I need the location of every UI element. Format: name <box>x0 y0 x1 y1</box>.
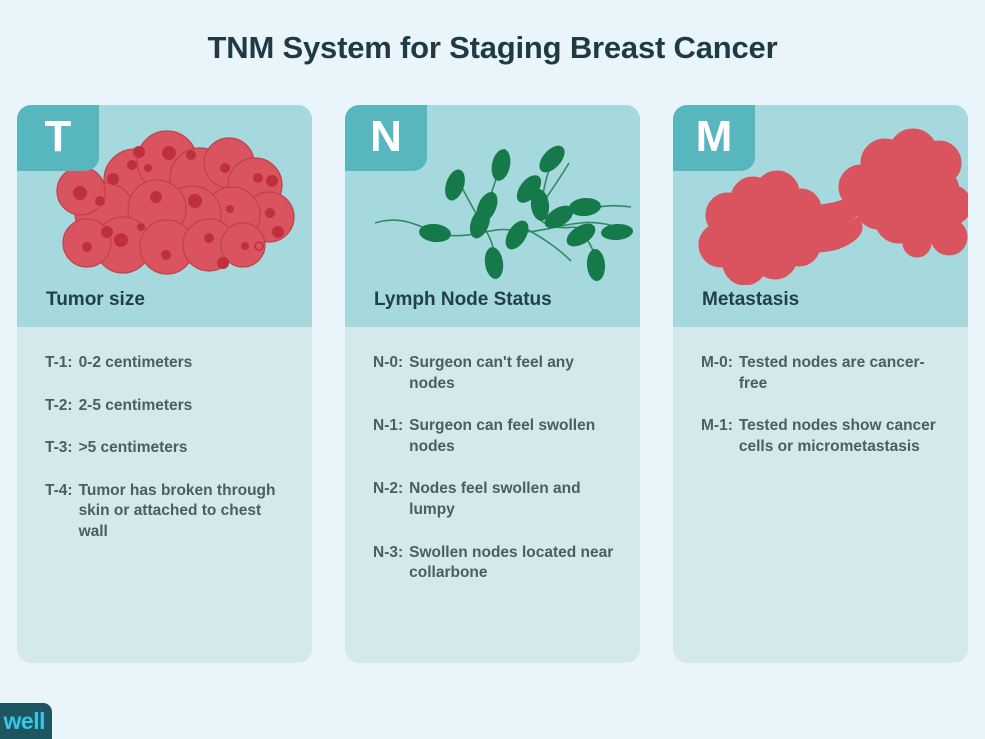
item-key: T-2: <box>45 396 73 414</box>
card-header-m: M Metastasis <box>673 105 968 327</box>
list-item: M-0: Tested nodes are cancer-free <box>701 353 946 394</box>
card-label-m: Metastasis <box>702 289 800 310</box>
item-key: T-1: <box>45 354 73 371</box>
stage-card-n: N Lymph Node Status N-0: Surgeon can't f… <box>345 105 640 663</box>
item-text: Tested nodes are cancer-free <box>738 354 925 392</box>
card-header-t: T Tumor size <box>17 105 312 327</box>
item-text: 0-2 centimeters <box>78 354 193 371</box>
list-item: T-1: 0-2 centimeters <box>45 353 290 374</box>
card-body-t: T-1: 0-2 centimeters T-2: 2-5 centimeter… <box>17 327 312 663</box>
item-text: Surgeon can't feel any nodes <box>409 354 574 392</box>
item-key: N-2: <box>373 480 404 498</box>
item-text: Tumor has broken through skin or attache… <box>78 481 276 541</box>
list-item: N-0: Surgeon can't feel any nodes <box>373 353 618 394</box>
logo-text: well <box>3 707 46 734</box>
badge-letter: M <box>695 112 733 161</box>
brand-logo: well <box>0 703 52 739</box>
stage-columns: T Tumor size T-1: 0-2 centimeters T-2: 2… <box>17 105 968 663</box>
item-text: Surgeon can feel swollen nodes <box>409 417 596 455</box>
item-text: Swollen nodes located near collarbone <box>409 543 614 582</box>
list-item: T-2: 2-5 centimeters <box>45 396 290 417</box>
card-header-n: N Lymph Node Status <box>345 105 640 327</box>
item-text: 2-5 centimeters <box>78 396 193 414</box>
page-title: TNM System for Staging Breast Cancer <box>207 30 778 65</box>
item-key: T-3: <box>45 439 73 457</box>
stage-badge-m: M <box>673 105 755 171</box>
card-label-t: Tumor size <box>46 289 145 310</box>
list-item: N-2: Nodes feel swollen and lumpy <box>373 479 618 520</box>
card-body-m: M-0: Tested nodes are cancer-free M-1: T… <box>673 327 968 663</box>
card-body-n: N-0: Surgeon can't feel any nodes N-1: S… <box>345 327 640 663</box>
item-key: M-1: <box>701 417 733 435</box>
item-key: T-4: <box>45 481 73 499</box>
stage-badge-n: N <box>345 105 427 171</box>
stage-card-m: M Metastasis M-0: Tested nodes are cance… <box>673 105 968 663</box>
lymph-node-network-icon <box>374 145 633 281</box>
card-label-n: Lymph Node Status <box>374 289 552 310</box>
list-item: M-1: Tested nodes show cancer cells or m… <box>701 416 946 457</box>
stage-badge-t: T <box>17 105 99 171</box>
item-key: N-3: <box>373 543 404 561</box>
list-item: N-1: Surgeon can feel swollen nodes <box>373 416 618 457</box>
metastasis-cells-icon <box>698 128 968 285</box>
stage-card-t: T Tumor size T-1: 0-2 centimeters T-2: 2… <box>17 105 312 663</box>
list-item: N-3: Swollen nodes located near collarbo… <box>373 543 618 584</box>
list-item: T-3: >5 centimeters <box>45 438 290 459</box>
list-item: T-4: Tumor has broken through skin or at… <box>45 481 290 543</box>
badge-letter: T <box>44 112 72 161</box>
item-key: N-1: <box>373 417 404 435</box>
tumor-cluster-icon <box>56 130 295 275</box>
badge-letter: N <box>370 112 402 161</box>
item-key: M-0: <box>701 354 733 371</box>
item-text: >5 centimeters <box>78 439 188 457</box>
item-text: Nodes feel swollen and lumpy <box>409 480 581 519</box>
item-text: Tested nodes show cancer cells or microm… <box>738 417 936 455</box>
item-key: N-0: <box>373 354 404 371</box>
